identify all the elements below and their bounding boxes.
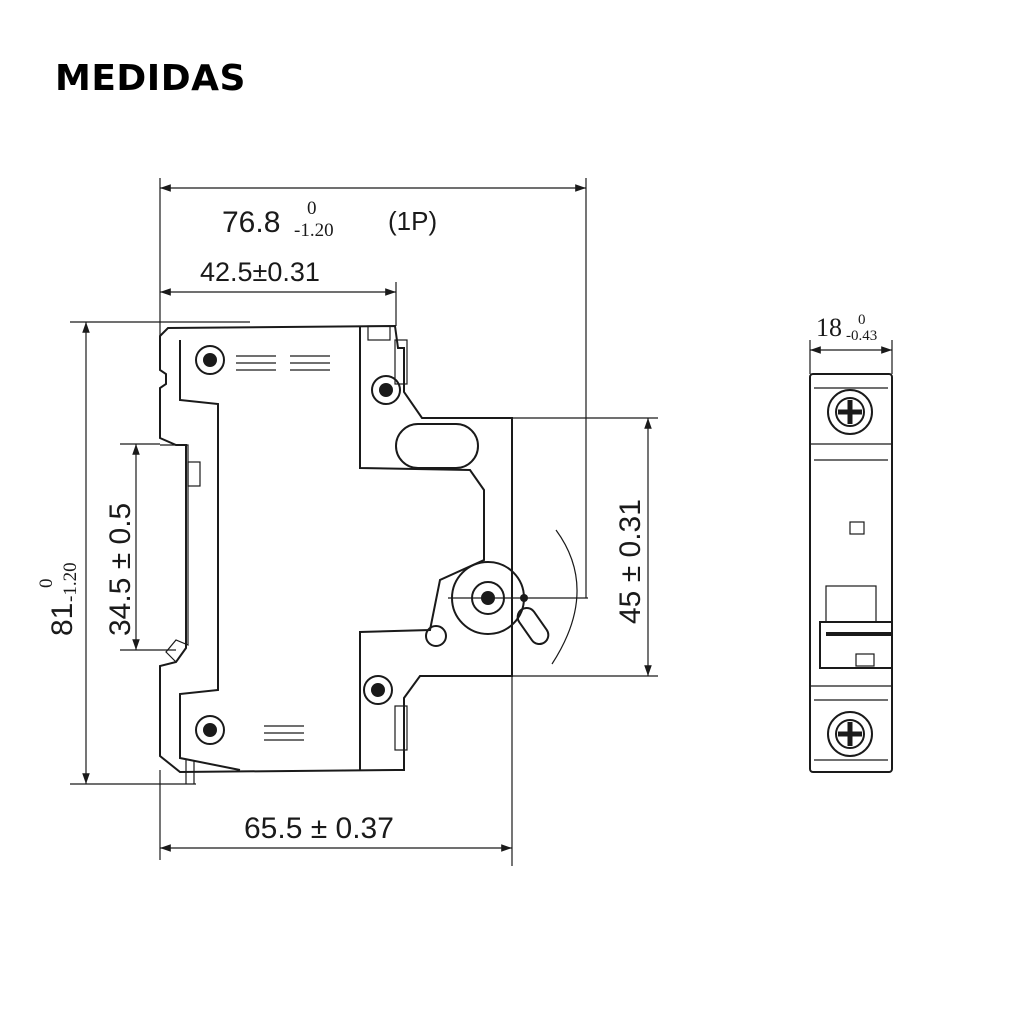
bottom-latch	[394, 705, 408, 751]
front-body	[809, 373, 893, 773]
screw-bottom-icon	[827, 711, 873, 757]
top-notch	[367, 325, 391, 341]
front-height-value: 45 ± 0.31	[614, 499, 647, 624]
rivets	[195, 345, 447, 745]
rail-clip-tab	[187, 461, 201, 487]
overall-depth-value: 76.8	[222, 206, 280, 239]
inner-frame	[179, 340, 241, 771]
front-handle-top	[825, 585, 877, 623]
front-view: 18 0 -0.43	[809, 312, 893, 773]
width-tol-lower: -0.43	[846, 328, 877, 344]
width-tol-upper: 0	[858, 312, 866, 328]
window-slot	[395, 423, 479, 469]
height-value: 81	[46, 603, 79, 636]
breaker-body-outline	[159, 324, 513, 774]
screw-top-icon	[827, 389, 873, 435]
grip-lines	[236, 355, 330, 741]
front-handle-slot	[855, 653, 875, 667]
page-title: MEDIDAS	[55, 58, 246, 99]
height-tol-lower: -1.20	[60, 562, 81, 602]
side-view	[159, 324, 588, 774]
base-depth-value: 65.5 ± 0.37	[244, 812, 394, 845]
overall-depth-tol-upper: 0	[307, 198, 317, 219]
poles-label: (1P)	[388, 206, 437, 236]
center-housing	[359, 326, 485, 770]
overall-depth-tol-lower: -1.20	[294, 220, 334, 241]
front-indicator	[849, 521, 865, 535]
width-value: 18	[816, 313, 842, 342]
rail-height-value: 34.5 ± 0.5	[104, 503, 137, 636]
top-latch	[394, 339, 408, 385]
height-tol-upper: 0	[36, 579, 57, 589]
dimension-lines	[70, 178, 658, 866]
rail-clip	[160, 444, 189, 663]
upper-depth-value: 42.5±0.31	[200, 257, 320, 287]
front-handle	[819, 621, 893, 669]
toggle-lever	[451, 529, 578, 665]
